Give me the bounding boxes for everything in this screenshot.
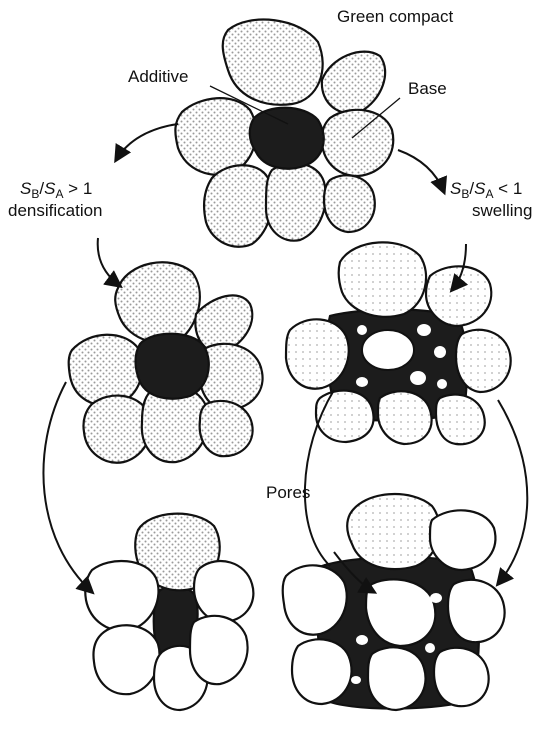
base-grain: [436, 395, 485, 445]
base-grain: [175, 98, 256, 175]
base-grain: [85, 561, 158, 631]
base-grain: [266, 163, 326, 240]
densified-cluster: [69, 262, 263, 462]
base-grain: [430, 510, 495, 570]
base-grain: [426, 266, 491, 326]
base-grain: [456, 330, 511, 392]
additive-particle: [250, 108, 324, 169]
base-grain: [448, 580, 505, 642]
final-densified-cluster: [85, 514, 253, 710]
base-grain: [378, 391, 432, 444]
pore: [425, 643, 435, 653]
base-grain: [283, 565, 347, 634]
base-grain: [322, 110, 393, 176]
base-grain: [190, 616, 248, 684]
arrow-to-densified: [98, 238, 120, 286]
base-grain: [200, 344, 263, 410]
base-grain: [115, 262, 200, 342]
additive-particle: [136, 334, 209, 399]
densification-label: densification: [8, 201, 103, 220]
base-grain: [69, 335, 143, 406]
base-grain: [347, 494, 439, 569]
final-swollen-cluster: [283, 494, 505, 710]
swelling-label: swelling: [472, 201, 532, 220]
pore: [410, 371, 426, 385]
base-grain: [292, 639, 352, 704]
base-grain: [200, 401, 253, 456]
base-grain: [204, 165, 272, 247]
base-grain: [434, 648, 489, 706]
base-grain: [324, 175, 375, 232]
pore: [434, 346, 446, 358]
base-grain: [322, 52, 385, 114]
pore: [351, 676, 361, 684]
swelling-cluster: [286, 242, 511, 444]
base-grain: [223, 20, 323, 105]
base-grain: [316, 391, 374, 442]
pore: [430, 593, 442, 603]
green-compact-cluster: [175, 20, 393, 247]
base-grain: [83, 396, 150, 463]
pore: [362, 330, 414, 370]
arrow-to-left-condition: [116, 124, 178, 160]
base-grain: [368, 647, 426, 710]
left-ratio-label: SB/SA > 1: [20, 179, 92, 201]
additive-label: Additive: [128, 67, 188, 86]
base-grain: [339, 242, 426, 316]
pore: [437, 379, 447, 389]
base-label: Base: [408, 79, 447, 98]
base-grain: [194, 561, 253, 622]
pore: [356, 377, 368, 387]
pores-label: Pores: [266, 483, 310, 502]
arrow-to-right-condition: [398, 150, 444, 192]
pore: [357, 325, 367, 335]
pore: [356, 635, 368, 645]
right-ratio-label: SB/SA < 1: [450, 179, 522, 201]
pore: [417, 324, 431, 336]
green-compact-label: Green compact: [337, 7, 453, 26]
base-grain: [93, 625, 159, 694]
base-grain: [286, 319, 349, 388]
arrow-to-final-swollen: [498, 400, 527, 584]
